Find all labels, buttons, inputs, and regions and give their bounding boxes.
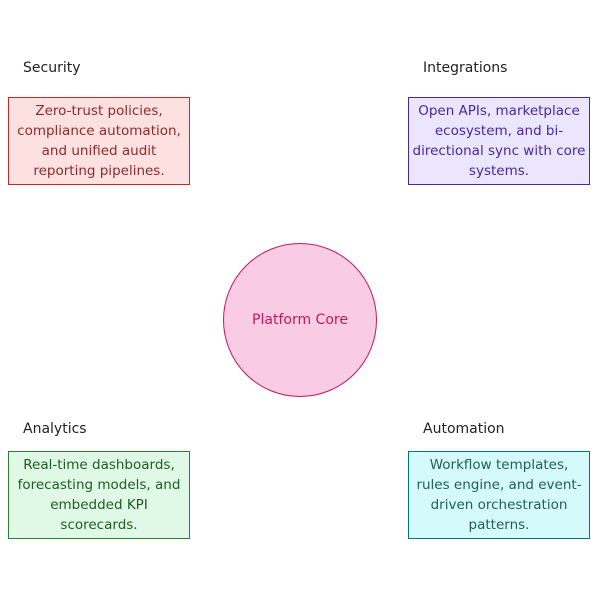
analytics-title: Analytics <box>23 421 87 437</box>
integrations-title: Integrations <box>423 60 508 76</box>
integrations-box: Open APIs, marketplace ecosystem, and bi… <box>408 97 590 185</box>
automation-title: Automation <box>423 421 505 437</box>
security-box: Zero-trust policies, compliance automati… <box>8 97 190 185</box>
security-title: Security <box>23 60 81 76</box>
automation-box: Workflow templates, rules engine, and ev… <box>408 451 590 539</box>
platform-core-node: Platform Core <box>223 243 377 397</box>
analytics-box: Real-time dashboards, forecasting models… <box>8 451 190 539</box>
